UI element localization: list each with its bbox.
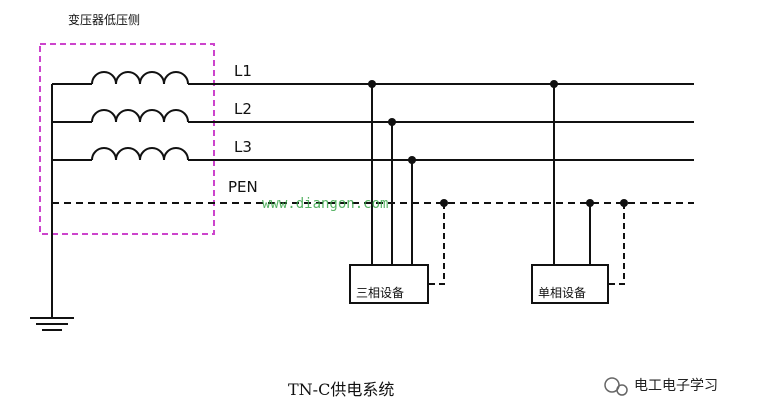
three-phase-device-box <box>349 264 429 304</box>
label-l2: L2 <box>234 100 252 118</box>
single-phase-connections <box>553 84 591 272</box>
watermark: www.diangon.com <box>262 196 388 212</box>
coil-l2 <box>52 109 189 123</box>
coil-l3 <box>52 147 189 161</box>
three-phase-pen-link <box>428 203 445 285</box>
single-phase-device-label: 单相设备 <box>538 286 586 300</box>
three-phase-connections <box>371 84 413 272</box>
three-phase-device-label: 三相设备 <box>356 286 404 300</box>
footer-brand-icon <box>604 377 628 396</box>
coil-l1 <box>52 71 189 85</box>
footer-brand: 电工电子学习 <box>634 378 718 394</box>
three-phase-junction-dots <box>368 80 448 275</box>
label-l1: L1 <box>234 62 252 80</box>
ground-connection <box>30 84 74 331</box>
transformer-box <box>39 43 215 235</box>
single-phase-device-box <box>531 264 609 304</box>
label-l3: L3 <box>234 138 252 156</box>
diagram-caption: TN-C供电系统 <box>288 380 394 399</box>
transformer-label: 变压器低压侧 <box>68 12 140 27</box>
single-phase-pe-link <box>608 203 625 285</box>
label-pen: PEN <box>228 178 258 196</box>
